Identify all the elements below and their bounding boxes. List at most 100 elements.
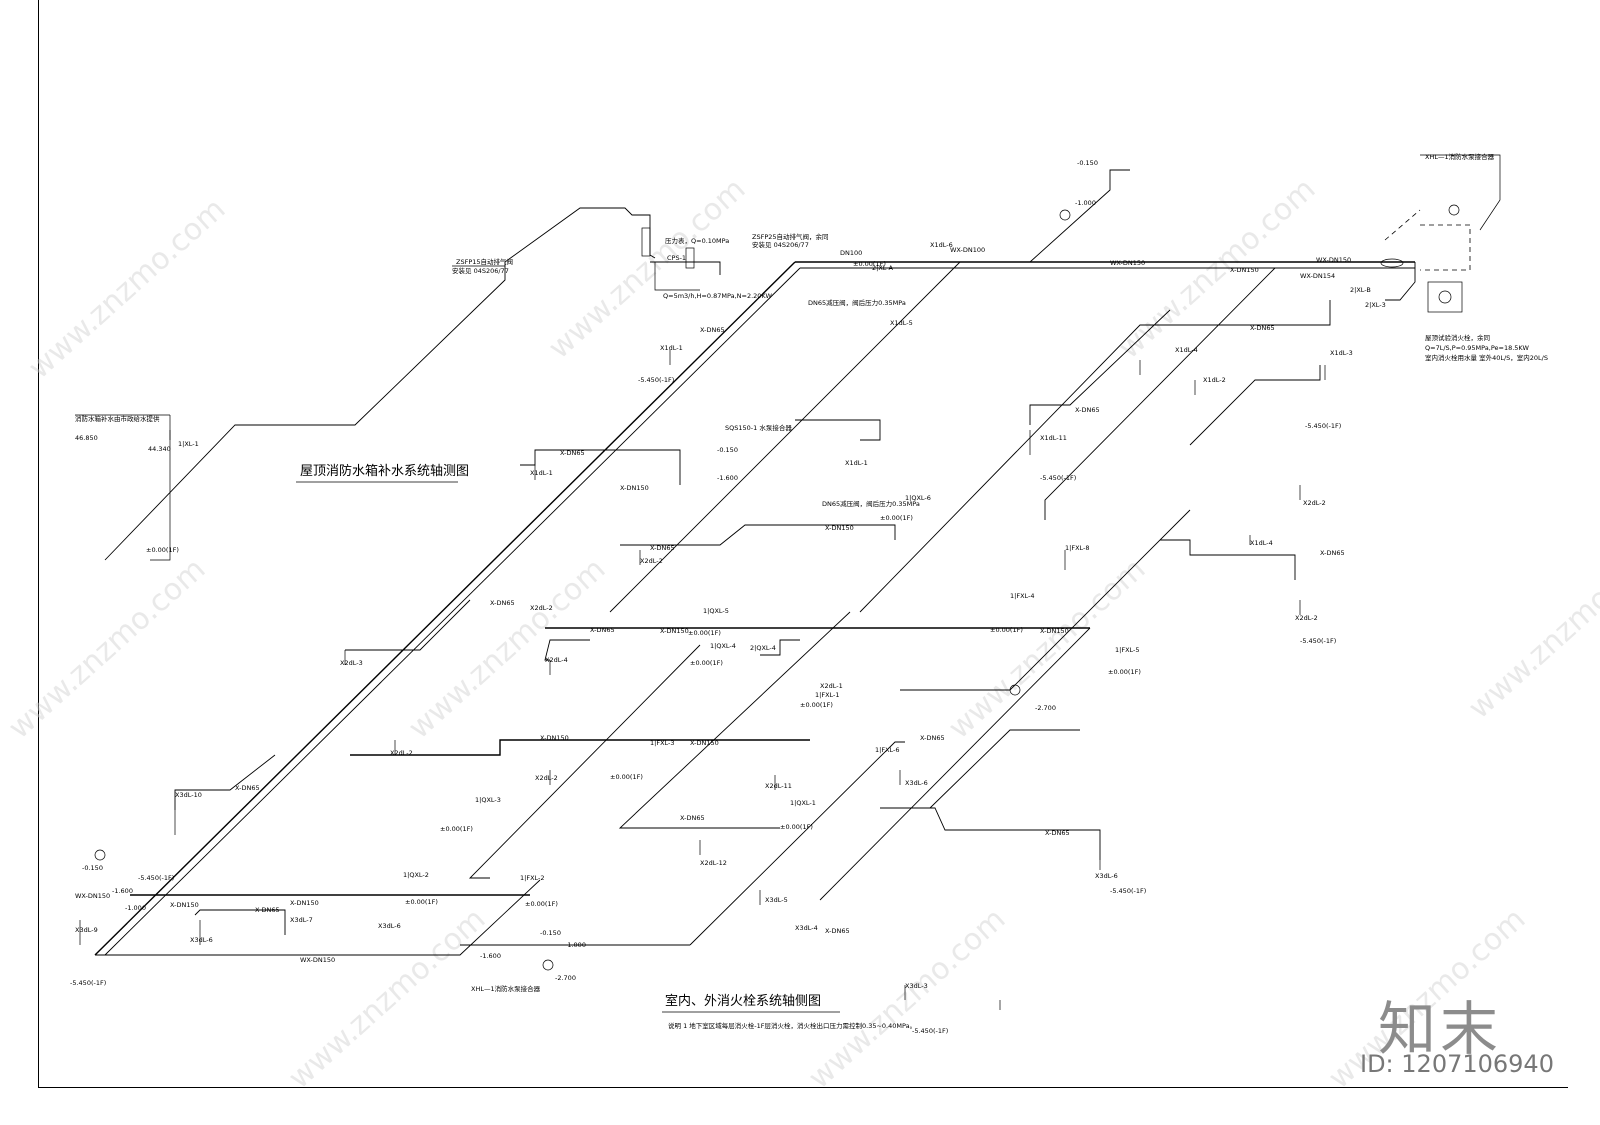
- main-system-title: 室内、外消火栓系统轴侧图: [665, 993, 821, 1009]
- riser-x3dl-6: X3dL-6: [378, 922, 401, 930]
- left-box-3: [194, 909, 286, 935]
- elev-top: -0.150: [1077, 159, 1098, 167]
- elev-right-3: -5.450(-1F): [1300, 637, 1336, 645]
- lower-main: [350, 739, 810, 756]
- pipe-label-15: X-DN150: [540, 734, 569, 742]
- riser-fxl-8: 1|FXL-8: [1065, 544, 1090, 552]
- elev-right-5: -5.450(-1F): [912, 1027, 948, 1035]
- pipe-label-6: X-DN65: [1320, 549, 1345, 557]
- pipe-label-29: WX-DN154: [1300, 272, 1335, 280]
- pipe-label-21: X-DN150: [170, 901, 199, 909]
- roof-system: 消防水箱补水由市政给水提供 46.850 44.340 1|XL-1 ±0.00…: [75, 207, 772, 561]
- roof-riser-label: 1|XL-1: [178, 440, 199, 448]
- elev-right-4: -5.450(-1F): [1110, 887, 1146, 895]
- pipe-label-22: X-DN150: [290, 899, 319, 907]
- riser-fxl-5: 1|FXL-5: [1115, 646, 1140, 654]
- pipe-label-3: X-DN65: [1075, 406, 1100, 414]
- elev-zero-7: ±0.00(1F): [610, 773, 643, 781]
- image-id: ID: 1207106940: [1360, 1050, 1554, 1078]
- valve-dn-label: DN65减压阀，阀后压力0.35MPa: [808, 298, 906, 307]
- elev-zero-3: ±0.00(1F): [690, 659, 723, 667]
- pump-body-1: [641, 227, 651, 257]
- mid-diag-3: [618, 611, 851, 829]
- hydrant-network: [79, 154, 1501, 1010]
- pump-right-label: XHL—1消防水泵接合器: [1425, 152, 1495, 161]
- elev-left-1: -5.450(-1F): [638, 376, 674, 384]
- riser-fxl-3: 1|FXL-3: [650, 739, 675, 747]
- elev-zero-8: ±0.00(1F): [440, 825, 473, 833]
- mid-box: [795, 419, 881, 441]
- pipe-label-7: X-DN65: [490, 599, 515, 607]
- watermark-layer: www.znzmo.com www.znzmo.com www.znzmo.co…: [2, 172, 1600, 1096]
- pipe-label-17: X-DN150: [660, 627, 689, 635]
- right-top-leader: [1420, 154, 1501, 231]
- valve-dn-label-2: DN65减压阀，阀后压力0.35MPa: [822, 499, 920, 508]
- lower-loop: [689, 741, 905, 946]
- riser-x2dl-e: X2dL-2: [1303, 499, 1326, 507]
- riser-x2dl-12: X2dL-12: [700, 859, 727, 867]
- riser-fxl-4: 1|FXL-4: [1010, 592, 1035, 600]
- elev-left-bottom: -5.450(-1F): [70, 979, 106, 987]
- bottom-pump-label: XHL—1消防水泵接合器: [471, 984, 541, 993]
- riser-fxl-1: 1|FXL-1: [815, 691, 840, 699]
- pipe-label-19: X-DN150: [825, 524, 854, 532]
- pipe-label-11: X-DN65: [825, 927, 850, 935]
- left-box-2: [174, 754, 276, 810]
- elev-zero-6: ±0.00(1F): [800, 701, 833, 709]
- fire-valve-label: 屋顶试验消火栓，余同: [1425, 333, 1490, 342]
- pump-loop-2: [654, 262, 700, 291]
- elev-right-2: -5.450(-1F): [1040, 474, 1076, 482]
- branch-e: [1029, 309, 1171, 425]
- watermark-8: www.znzmo.com: [282, 902, 492, 1096]
- elev-mid-2: -1.600: [717, 474, 738, 482]
- pump-body-2: [685, 247, 695, 269]
- right-lower-2: [929, 729, 1080, 809]
- pressure-valve-label: SQS150-1 水泵接合器: [725, 423, 792, 432]
- riser-x1dl-mid2: X1dL-4: [1250, 539, 1273, 547]
- cps-label: CPS-1: [667, 254, 686, 262]
- pipe-label-16: X-DN150: [620, 484, 649, 492]
- elev-zero-11: ±0.00(1F): [525, 900, 558, 908]
- gauge-top: [1059, 209, 1071, 221]
- pipe-label-27: WX-DN150: [300, 956, 335, 964]
- pipe-labels: X-DN65 X-DN65 X-DN65 X-DN65 X-DN65 X-DN6…: [75, 246, 1351, 964]
- zsfp15-label: ZSFP15自动排气阀: [456, 257, 513, 266]
- low-box-2: [760, 639, 800, 656]
- riser-qxl-2: 1|QXL-2: [403, 871, 429, 879]
- pipe-label-12: X-DN65: [235, 784, 260, 792]
- riser-x1dl-1: X1dL-1: [660, 344, 683, 352]
- elev-zero-9: ±0.00(1F): [780, 823, 813, 831]
- left-box: [345, 599, 471, 651]
- pipe-label-1: X-DN65: [700, 326, 725, 334]
- riser-2xl-3: 2|XL-3: [1365, 301, 1386, 309]
- right-dashed: [1420, 224, 1471, 271]
- left-riser-box: [520, 449, 681, 485]
- equipment-labels: ZSFP25自动排气阀，余同 安装见 04S206/77 DN65减压阀，阀后压…: [471, 152, 1548, 993]
- elev-left-gauge-2: -5.450(-1F): [138, 874, 174, 882]
- pipe-label-14: X-DN65: [255, 906, 280, 914]
- watermark-4: www.znzmo.com: [2, 552, 212, 746]
- riser-x2dl-d: X2dL-2: [1295, 614, 1318, 622]
- pipe-label-9: X-DN65: [920, 734, 945, 742]
- riser-qxl-1: 1|QXL-1: [790, 799, 816, 807]
- riser-x2dl-11: X2dL-11: [765, 782, 792, 790]
- watermark-3: www.znzmo.com: [1112, 172, 1322, 366]
- riser-2xl-b: 2|XL-B: [1350, 286, 1371, 294]
- pipe-label-10: X-DN65: [1045, 829, 1070, 837]
- hydrant-hooks: [79, 350, 1326, 1010]
- elev-bottom-4: -2.700: [555, 974, 576, 982]
- riser-x1dl-11: X1dL-11: [1040, 434, 1067, 442]
- zsfp25-ref: 安装见 04S206/77: [752, 240, 809, 249]
- riser-qxl-3: 1|QXL-3: [475, 796, 501, 804]
- riser-x2dl-2: X2dL-2: [640, 557, 663, 565]
- branch-c: [859, 300, 1331, 613]
- riser-qxl-6: 1|QXL-6: [905, 494, 931, 502]
- mid-diag-4: [1160, 539, 1296, 580]
- elev-zero-12: ±0.00(1F): [853, 260, 886, 268]
- elev-bottom-2: -1.600: [480, 952, 501, 960]
- riser-2xl-a: 2|XL-A: [872, 264, 893, 272]
- pump-right-spec-2: 室内消火栓用水量 室外40L/S，室内20L/S: [1425, 353, 1548, 362]
- riser-x1dl-mid: X1dL-1: [845, 459, 868, 467]
- elev-right-1: -5.450(-1F): [1305, 422, 1341, 430]
